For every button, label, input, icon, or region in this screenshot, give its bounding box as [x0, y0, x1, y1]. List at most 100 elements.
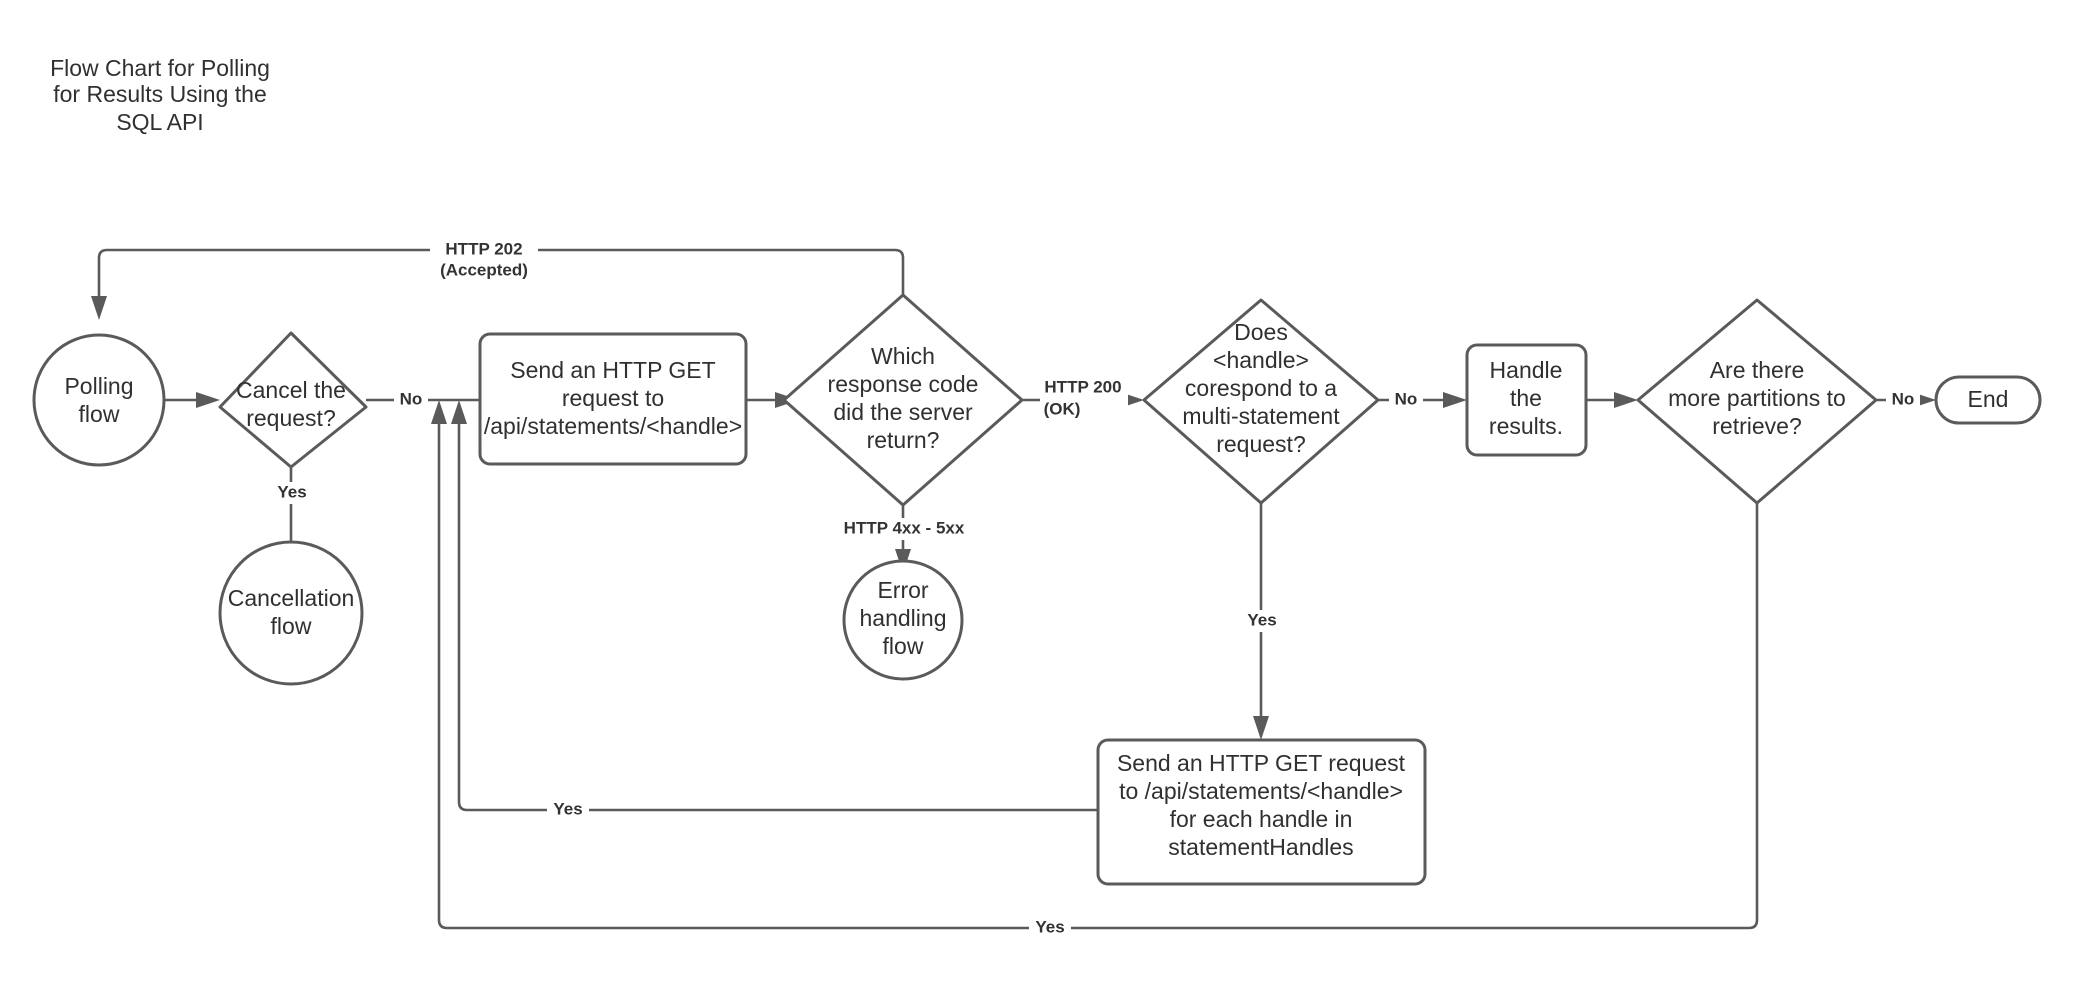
chart-title: Flow Chart for Polling for Results Using… — [50, 55, 270, 135]
edge-partitions-yes-return — [437, 424, 1759, 930]
polling-flow-label-2: flow — [79, 401, 120, 427]
yes-multi-label-bg — [1241, 610, 1283, 632]
send-get-each-label-1: Send an HTTP GET request — [1117, 750, 1406, 776]
no-cancel-label-bg — [394, 389, 428, 411]
arrowhead-to-polling-flow — [91, 296, 107, 320]
arrowhead-to-send-get-each — [1253, 716, 1269, 740]
node-send-get-request[interactable]: Send an HTTP GET request to /api/stateme… — [478, 332, 748, 466]
which-response-code-diamond — [782, 293, 1024, 507]
yes-cancel-label: Yes — [277, 482, 306, 501]
multi-statement-diamond — [1142, 298, 1380, 505]
node-send-get-each-handle[interactable]: Send an HTTP GET request to /api/stateme… — [1096, 738, 1427, 886]
edge-label-http202: HTTP 202 (Accepted) — [430, 232, 538, 279]
handle-results-label-3: results. — [1489, 413, 1563, 439]
send-get-label-3: /api/statements/<handle> — [484, 413, 742, 439]
polling-flow-circle — [32, 333, 166, 467]
cancel-request-label-1: Cancel the — [236, 377, 346, 403]
title-line-1: Flow Chart for Polling — [50, 55, 270, 81]
cancel-request-diamond — [218, 331, 368, 469]
edge-label-yes-cancel: Yes — [271, 482, 313, 504]
http200-label-bg — [1040, 372, 1128, 416]
send-get-each-label-4: statementHandles — [1168, 834, 1353, 860]
arrowhead-to-partitions — [1614, 392, 1638, 408]
yes-cancel-label-bg — [271, 482, 313, 504]
node-which-response-code[interactable]: Which response code did the server retur… — [782, 293, 1024, 507]
edge-each-handle-yes-return — [457, 424, 1098, 812]
error-flow-label-2: handling — [860, 605, 947, 631]
send-get-request-box — [478, 332, 748, 466]
node-polling-flow[interactable]: Polling flow — [32, 333, 166, 467]
send-get-each-handle-box — [1096, 738, 1427, 886]
no-multi-label: No — [1395, 389, 1418, 408]
edge-label-no-cancel: No — [394, 389, 428, 411]
which-response-label-2: response code — [828, 371, 979, 397]
send-get-label-2: request to — [562, 385, 664, 411]
yes-multi-label: Yes — [1247, 610, 1276, 629]
yes-partitions-return-label-bg — [1029, 917, 1071, 939]
yes-handles-return-label-bg — [547, 799, 589, 821]
no-partitions-label-bg — [1886, 389, 1920, 411]
edge-label-http4xx: HTTP 4xx - 5xx — [833, 518, 975, 540]
more-partitions-diamond — [1636, 298, 1878, 505]
multi-stmt-label-1: Does — [1234, 319, 1288, 345]
more-partitions-label-3: retrieve? — [1712, 413, 1801, 439]
handle-results-label-1: Handle — [1490, 357, 1563, 383]
end-label: End — [1968, 386, 2009, 412]
handle-results-box — [1465, 343, 1588, 457]
end-stadium — [1934, 375, 2042, 425]
send-get-each-label-3: for each handle in — [1170, 806, 1353, 832]
arrowhead-to-cancel-diamond — [196, 392, 220, 408]
error-flow-label-1: Error — [877, 577, 928, 603]
which-response-label-4: return? — [867, 427, 940, 453]
node-error-handling-flow[interactable]: Error handling flow — [842, 559, 964, 681]
arrowhead-to-handle-results — [1443, 392, 1467, 408]
edge-label-http200: HTTP 200 (OK) — [1040, 372, 1128, 418]
http202-label-line-2: (Accepted) — [440, 260, 528, 279]
title-line-2: for Results Using the — [53, 81, 266, 107]
no-partitions-label: No — [1892, 389, 1915, 408]
edge-label-yes-multi: Yes — [1241, 610, 1283, 632]
node-more-partitions[interactable]: Are there more partitions to retrieve? — [1636, 298, 1878, 505]
node-handle-results[interactable]: Handle the results. — [1465, 343, 1588, 457]
no-multi-label-bg — [1389, 389, 1423, 411]
yes-handles-return-label: Yes — [553, 799, 582, 818]
http200-label-line-2: (OK) — [1044, 399, 1081, 418]
yes-partitions-return-label: Yes — [1035, 917, 1064, 936]
http202-label-line-1: HTTP 202 — [445, 239, 522, 258]
node-cancellation-flow[interactable]: Cancellation flow — [218, 540, 364, 686]
handle-results-label-2: the — [1510, 385, 1542, 411]
cancellation-flow-label-2: flow — [271, 613, 312, 639]
multi-stmt-label-2: <handle> — [1213, 347, 1309, 373]
node-multi-statement-check[interactable]: Does <handle> corespond to a multi-state… — [1142, 298, 1380, 505]
node-end[interactable]: End — [1934, 375, 2042, 425]
multi-stmt-label-5: request? — [1216, 431, 1306, 457]
cancellation-flow-circle — [218, 540, 364, 686]
node-cancel-request[interactable]: Cancel the request? — [218, 331, 368, 469]
http4xx-label-bg — [833, 518, 975, 540]
http4xx-label: HTTP 4xx - 5xx — [844, 518, 965, 537]
send-get-label-1: Send an HTTP GET — [510, 357, 715, 383]
error-handling-flow-circle — [842, 559, 964, 681]
more-partitions-label-1: Are there — [1710, 357, 1805, 383]
edge-label-yes-handles-return: Yes — [547, 799, 589, 821]
more-partitions-label-2: more partitions to — [1668, 385, 1846, 411]
which-response-label-1: Which — [871, 343, 935, 369]
arrowhead-return-partitions — [431, 400, 447, 424]
no-cancel-label: No — [400, 389, 423, 408]
multi-stmt-label-3: corespond to a — [1185, 375, 1337, 401]
edge-label-no-multi: No — [1389, 389, 1423, 411]
polling-flow-label-1: Polling — [64, 373, 133, 399]
error-flow-label-3: flow — [883, 633, 924, 659]
multi-stmt-label-4: multi-statement — [1182, 403, 1340, 429]
http202-label-bg — [430, 232, 538, 272]
edge-label-yes-partitions-return: Yes — [1029, 917, 1071, 939]
cancellation-flow-label-1: Cancellation — [228, 585, 355, 611]
edge-label-no-partitions: No — [1886, 389, 1920, 411]
send-get-each-label-2: to /api/statements/<handle> — [1119, 778, 1403, 804]
which-response-label-3: did the server — [833, 399, 973, 425]
http200-label-line-1: HTTP 200 — [1044, 377, 1121, 396]
cancel-request-label-2: request? — [246, 405, 336, 431]
title-line-3: SQL API — [116, 109, 203, 135]
arrowhead-return-each-handle — [451, 400, 467, 424]
